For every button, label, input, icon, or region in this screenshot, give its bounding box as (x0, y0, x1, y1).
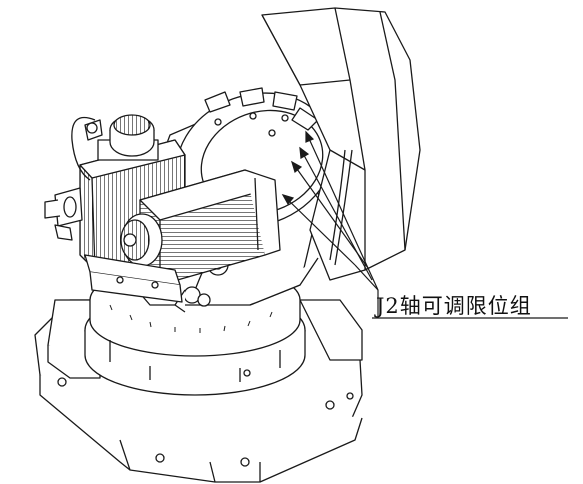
servo-motor-j2 (120, 169, 281, 313)
arrow-head-icon (305, 130, 315, 143)
upper-arm (261, 7, 421, 281)
arrow-head-icon (299, 146, 310, 159)
arrow-head-icon (281, 194, 295, 206)
callout-label: J2轴可调限位组 (376, 294, 532, 318)
callout-arrows (281, 130, 568, 319)
servo-motor-j1 (44, 114, 186, 271)
arrow-head-icon (291, 160, 303, 174)
motor-plate (84, 254, 183, 303)
